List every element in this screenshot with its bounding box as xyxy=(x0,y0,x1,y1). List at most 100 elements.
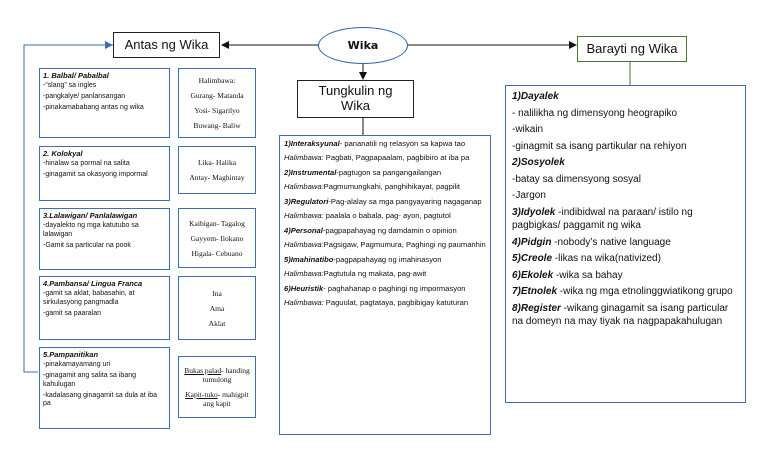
barayti-item: - nalilikha ng dimensyong heograpiko xyxy=(512,107,739,121)
item-desc: -Pag-alalay sa mga pangyayaring nagagana… xyxy=(328,196,482,206)
barayti-item: 8)Register -wikang ginagamit sa isang pa… xyxy=(512,302,739,329)
tungkulin-item: 4)Personal-pagpapahayag ng damdamin o op… xyxy=(284,226,486,235)
item-desc: -pagpapahayag ng damdamin o opinion xyxy=(322,225,457,235)
item-term: 2)Sosyolek xyxy=(512,157,565,168)
barayti-item: -ginagmit sa isang partikular na rehiyon xyxy=(512,140,739,154)
antas-example-4: Ina Ama Aklat xyxy=(178,276,256,340)
example-label: Halimbawa: xyxy=(284,182,324,192)
level-line: -ginagamit sa okasyong impormal xyxy=(43,171,148,179)
antas-example-1: Halimbawa: Gurang- Matanda Yosi- Sigaril… xyxy=(178,68,256,138)
example-def: - mahigpit ang kapit xyxy=(203,390,249,408)
barayti-item: -Jargon xyxy=(512,189,739,203)
item-term: 8)Register xyxy=(512,302,561,314)
example-line: Antay- Maghintay xyxy=(189,173,245,182)
item-term: 5)Imahinatibo xyxy=(284,254,334,264)
example-line: Ina xyxy=(212,288,222,298)
item-term: 3)Idyolek xyxy=(512,206,556,218)
level-line: -“slang” sa ingles xyxy=(43,82,97,90)
item-term: 3)Regulatori xyxy=(284,196,329,206)
tungkulin-example: Halimbawa:Pagmumungkahi, panghihikayat, … xyxy=(284,182,486,191)
example-line: Higala- Cebuano xyxy=(191,248,243,258)
tungkulin-title-line1: Tungkulin ng xyxy=(318,83,393,99)
item-desc: -pagtugon sa pangangailangan xyxy=(336,167,442,177)
barayti-item: 2)Sosyolek xyxy=(512,156,739,170)
item-desc: - pananatili ng relasyon sa kapwa tao xyxy=(339,139,466,148)
antas-example-5: Bukas palad- handing tumulong Kapit-tuko… xyxy=(178,356,256,418)
level-line: -gamit sa paaralan xyxy=(43,309,101,317)
barayti-item: -wikain xyxy=(512,123,739,137)
example-label: Halimbawa: xyxy=(284,240,324,250)
level-line: -dayalekto ng mga katutubo sa lalawigan xyxy=(43,222,139,239)
example-label: Halimbawa: xyxy=(284,269,324,279)
level-heading: 3.Lalawigan/ Panlalawigan xyxy=(43,211,138,220)
item-desc: - nalilikha ng dimensyong heograpiko xyxy=(512,107,678,119)
item-desc: -indibidwal na paraan/ istilo ng pagbigk… xyxy=(512,206,693,232)
item-term: 6)Heuristik xyxy=(284,283,324,293)
example-def: - handing tumulong xyxy=(202,366,250,384)
example-line: Lika- Halika xyxy=(197,158,237,167)
barayti-content-box: 1)Dayalek - nalilikha ng dimensyong heog… xyxy=(505,85,746,403)
item-desc: -batay sa dimensyong sosyal xyxy=(512,173,641,185)
item-desc: -wika sa bahay xyxy=(553,269,623,281)
example-line: Buwang- Baliw xyxy=(193,121,241,130)
item-term: 7)Etnolek xyxy=(512,286,558,297)
barayti-item: 7)Etnolek -wika ng mga etnolinggwiatikon… xyxy=(512,285,739,299)
example-label: Halimbawa: xyxy=(284,153,324,163)
tungkulin-example: Halimbawa:Pagtutula ng makata, pag-awit xyxy=(284,269,486,278)
example-text: Pagsigaw, Pagmumura, Paghingi ng paumanh… xyxy=(323,240,486,250)
example-line: Gayyem- Ilokano xyxy=(190,233,244,243)
level-line: -Gamit sa particular na pook xyxy=(43,241,131,249)
item-desc: -nobody’s native language xyxy=(551,236,671,248)
tungkulin-example: Halimbawa: Paguulat, pagtataya, pagbibig… xyxy=(284,298,486,307)
antas-level-1: 1. Balbal/ Pabalbal -“slang” sa ingles -… xyxy=(39,68,170,138)
item-desc: - paghahanap o paghingi ng impormasyon xyxy=(323,283,466,293)
barayti-item: 1)Dayalek xyxy=(512,90,739,104)
example-term: Kapit-tuko xyxy=(185,390,218,399)
antas-title-box: Antas ng Wika xyxy=(113,32,220,58)
level-line: -hinalaw sa pormal na salita xyxy=(43,160,130,168)
antas-example-3: Kaibigan- Tagalog Gayyem- Ilokano Higala… xyxy=(178,208,256,268)
tungkulin-example: Halimbawa: Pagbati, Pagpapaalam, pagbibi… xyxy=(284,153,486,162)
example-pair: Kapit-tuko- mahigpit ang kapit xyxy=(181,390,253,408)
barayti-title: Barayti ng Wika xyxy=(586,40,678,56)
item-desc: -wikain xyxy=(512,124,544,135)
barayti-item: 3)Idyolek -indibidwal na paraan/ istilo … xyxy=(512,206,739,233)
level-heading: 4.Pambansa/ Lingua Franca xyxy=(43,279,143,288)
item-desc: -likas na wika(nativized) xyxy=(552,253,661,264)
item-term: 4)Personal xyxy=(284,225,323,235)
item-term: 6)Ekolek xyxy=(512,269,554,281)
level-line: -gamit sa aklat, babasahin, at sirkulasy… xyxy=(43,290,135,307)
barayti-title-box: Barayti ng Wika xyxy=(577,36,687,62)
example-term: Bukas palad xyxy=(184,366,222,375)
item-desc: -wikang ginagamit sa isang particular na… xyxy=(512,302,729,328)
level-line: -ginagamit ang salita sa ibang kahulugan xyxy=(43,372,137,388)
wika-label: Wika xyxy=(347,39,379,52)
level-line: -pinakamayamang uri xyxy=(43,361,111,369)
example-text: Pagbati, Pagpapaalam, pagbibiro at iba p… xyxy=(323,153,470,163)
wika-center-node: Wika xyxy=(318,27,408,64)
example-pair: Bukas palad- handing tumulong xyxy=(181,366,253,384)
example-line: Ama xyxy=(209,303,225,313)
barayti-item: -batay sa dimensyong sosyal xyxy=(512,173,739,187)
antas-title: Antas ng Wika xyxy=(124,36,209,52)
level-heading: 5.Pampanitikan xyxy=(43,350,99,359)
example-line: Aklat xyxy=(208,318,226,328)
example-label: Halimbawa: xyxy=(284,211,324,221)
tungkulin-item: 2)Instrumental-pagtugon sa pangangailang… xyxy=(284,168,486,177)
example-text: Pagmumungkahi, panghihikayat, pagpilit xyxy=(323,182,461,192)
antas-level-4: 4.Pambansa/ Lingua Franca -gamit sa akla… xyxy=(39,276,170,340)
level-line: -pinakamababang antas ng wika xyxy=(43,103,144,111)
antas-example-2: Lika- Halika Antay- Maghintay xyxy=(178,146,256,194)
item-term: 1)Interaksyunal xyxy=(284,139,340,148)
tungkulin-content-box: 1)Interaksyunal- pananatili ng relasyon … xyxy=(279,135,491,435)
barayti-item: 5)Creole -likas na wika(nativized) xyxy=(512,252,739,266)
item-desc: -wika ng mga etnolinggwiatikong grupo xyxy=(557,286,733,297)
level-heading: 1. Balbal/ Pabalbal xyxy=(43,71,109,80)
barayti-item: 6)Ekolek -wika sa bahay xyxy=(512,269,739,283)
item-term: 2)Instrumental xyxy=(284,167,337,177)
level-line: -kadalasang ginagamit sa dula at iba pa xyxy=(43,391,158,408)
antas-level-5: 5.Pampanitikan -pinakamayamang uri -gina… xyxy=(39,347,170,429)
tungkulin-item: 5)Imahinatibo-pagpapahayag ng imahinasyo… xyxy=(284,255,486,264)
example-text: paalala o babala, pag- ayon, pagtutol xyxy=(323,211,451,221)
example-line: Halimbawa: xyxy=(198,76,236,85)
